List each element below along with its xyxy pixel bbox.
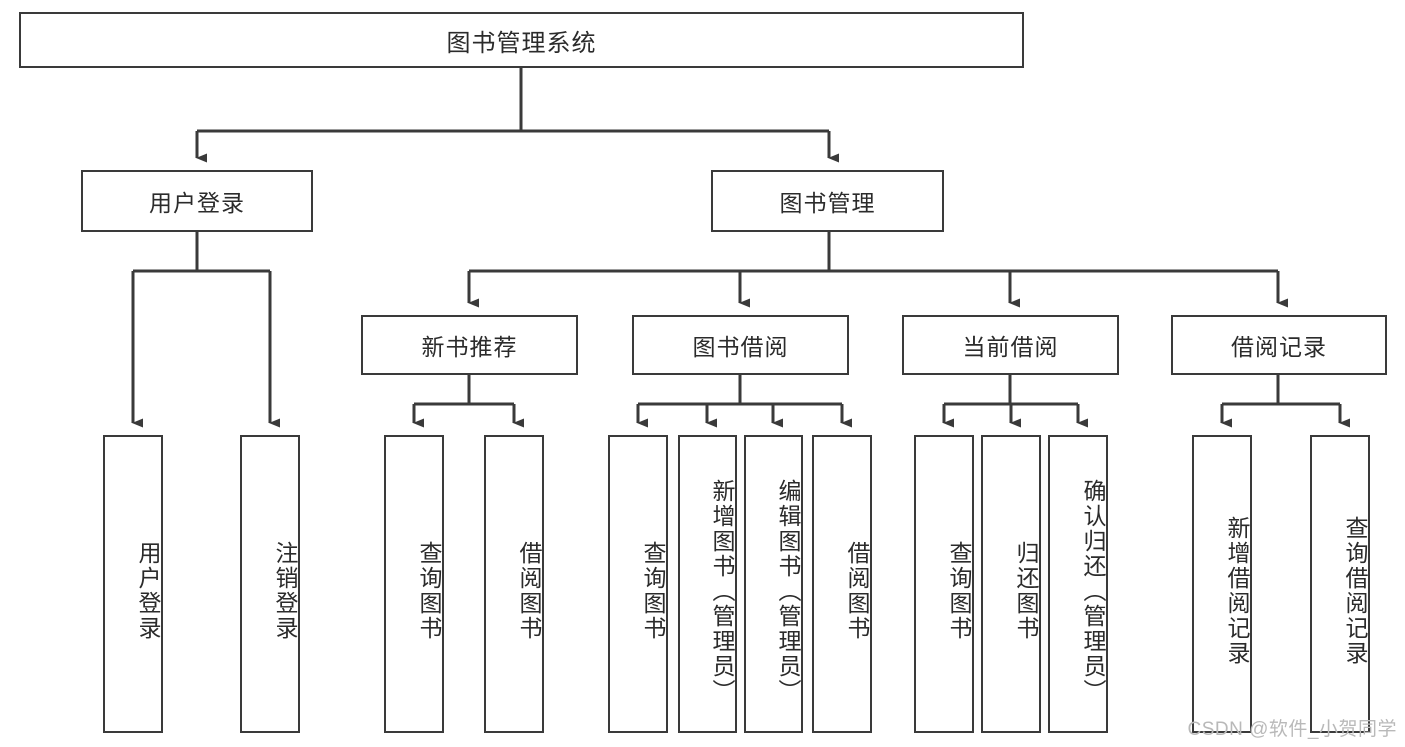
node-borrow-record[interactable]: 借阅记录 (1171, 315, 1387, 375)
node-leaf-query-book-2[interactable]: 查询图书 (608, 435, 668, 733)
node-leaf-borrow-book-1-label: 借阅图书 (516, 541, 542, 641)
node-leaf-borrow-book-2-label: 借阅图书 (844, 541, 870, 641)
node-leaf-borrow-book-2[interactable]: 借阅图书 (812, 435, 872, 733)
node-leaf-query-book-1[interactable]: 查询图书 (384, 435, 444, 733)
node-leaf-add-book[interactable]: 新增图书（管理员） (678, 435, 737, 733)
node-leaf-add-record-label: 新增借阅记录 (1224, 516, 1250, 666)
node-leaf-user-login-label: 用户登录 (135, 541, 161, 641)
node-leaf-query-book-3[interactable]: 查询图书 (914, 435, 974, 733)
node-leaf-confirm-return-label: 确认归还（管理员） (1080, 478, 1106, 704)
node-book-borrow[interactable]: 图书借阅 (632, 315, 849, 375)
node-leaf-return-book[interactable]: 归还图书 (981, 435, 1041, 733)
node-leaf-confirm-return[interactable]: 确认归还（管理员） (1048, 435, 1108, 733)
node-book-manage[interactable]: 图书管理 (711, 170, 944, 232)
node-book-borrow-label: 图书借阅 (692, 334, 789, 360)
node-current-borrow[interactable]: 当前借阅 (902, 315, 1119, 375)
node-leaf-query-record-label: 查询借阅记录 (1342, 516, 1368, 666)
node-leaf-edit-book[interactable]: 编辑图书（管理员） (744, 435, 803, 733)
node-user-login-label: 用户登录 (149, 190, 245, 216)
node-leaf-query-book-1-label: 查询图书 (416, 541, 442, 641)
node-leaf-borrow-book-1[interactable]: 借阅图书 (484, 435, 544, 733)
node-borrow-record-label: 借阅记录 (1231, 334, 1327, 360)
node-leaf-edit-book-label: 编辑图书（管理员） (775, 478, 801, 704)
node-leaf-return-book-label: 归还图书 (1013, 541, 1039, 641)
node-current-borrow-label: 当前借阅 (962, 334, 1059, 360)
node-new-book-rec-label: 新书推荐 (421, 334, 518, 360)
node-leaf-add-record[interactable]: 新增借阅记录 (1192, 435, 1252, 733)
watermark-text: CSDN @软件_小贺同学 (1187, 719, 1397, 740)
node-book-manage-label: 图书管理 (779, 190, 876, 216)
node-leaf-query-record[interactable]: 查询借阅记录 (1310, 435, 1370, 733)
node-root-label: 图书管理系统 (446, 29, 597, 57)
node-new-book-rec[interactable]: 新书推荐 (361, 315, 578, 375)
node-leaf-add-book-label: 新增图书（管理员） (709, 478, 735, 704)
node-leaf-user-login[interactable]: 用户登录 (103, 435, 163, 733)
node-root[interactable]: 图书管理系统 (19, 12, 1024, 68)
node-leaf-query-book-3-label: 查询图书 (946, 541, 972, 641)
node-user-login[interactable]: 用户登录 (81, 170, 313, 232)
node-leaf-user-logout-label: 注销登录 (272, 541, 298, 641)
node-leaf-query-book-2-label: 查询图书 (640, 541, 666, 641)
node-leaf-user-logout[interactable]: 注销登录 (240, 435, 300, 733)
